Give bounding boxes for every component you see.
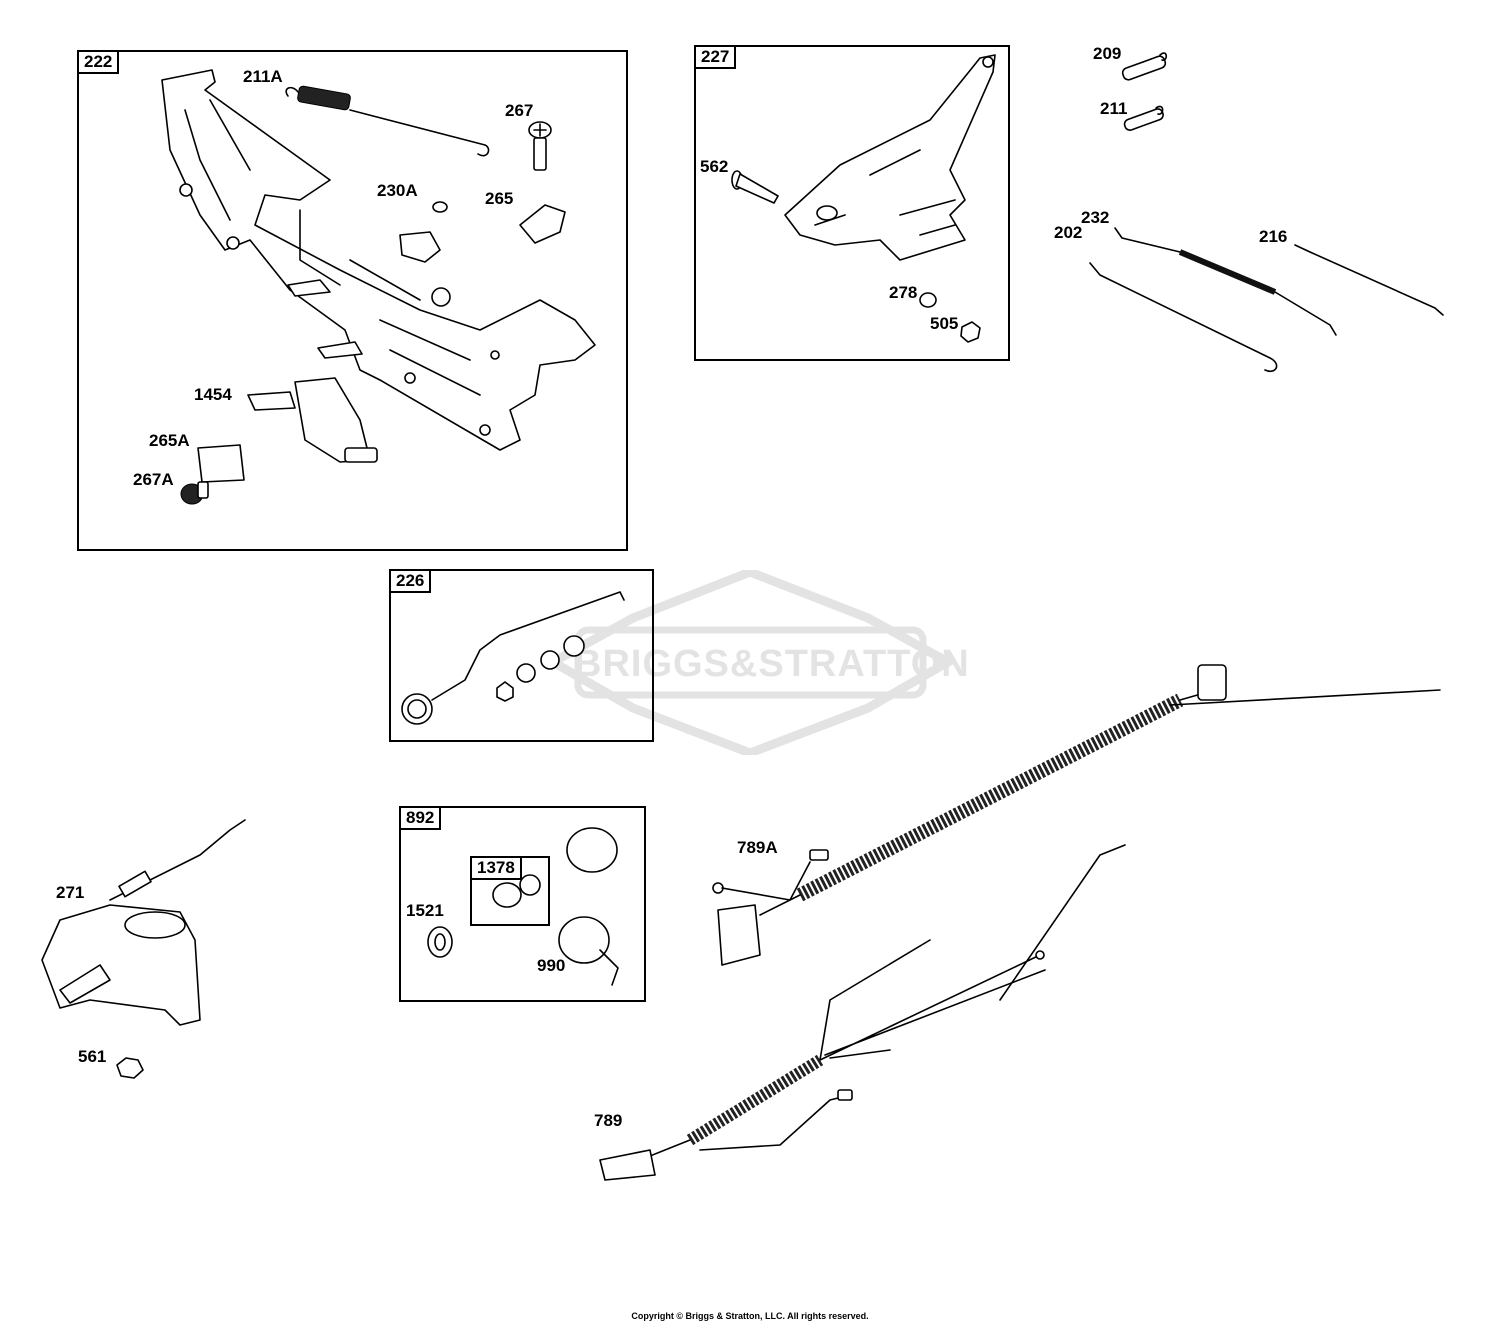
group-box-1378: 1378	[470, 856, 550, 926]
callout-990: 990	[537, 956, 566, 975]
group-label-1378: 1378	[470, 856, 522, 880]
washer-230A-drawing	[432, 201, 448, 213]
callout-202: 202	[1054, 223, 1083, 242]
spring-211A-drawing	[285, 85, 490, 157]
washer-278-drawing	[919, 292, 937, 308]
callout-789: 789	[594, 1111, 623, 1130]
control-bracket-drawing	[161, 69, 596, 451]
callout-232: 232	[1081, 208, 1110, 227]
callout-1521: 1521	[406, 901, 444, 920]
choke-226-drawing	[401, 591, 625, 725]
throttle-271-drawing	[41, 819, 246, 1026]
callout-265: 265	[485, 189, 514, 208]
nut-561-drawing	[116, 1057, 144, 1079]
pin-562-drawing	[731, 170, 779, 204]
copyright-notice: Copyright © Briggs & Stratton, LLC. All …	[631, 1311, 869, 1321]
callout-561: 561	[78, 1047, 107, 1066]
callout-267A: 267A	[133, 470, 174, 489]
watermark-text: BRIGGS&STRATTON	[574, 643, 970, 685]
group-label-222: 222	[77, 50, 120, 74]
nut-505-drawing	[960, 321, 981, 343]
group-box-227: 227	[694, 45, 1010, 361]
screw-267A-drawing	[180, 481, 209, 505]
callout-211: 211	[1100, 99, 1128, 118]
callout-267: 267	[505, 101, 534, 120]
group-label-892: 892	[399, 806, 442, 830]
rod-232-drawing	[1114, 227, 1337, 336]
group-label-226: 226	[389, 569, 432, 593]
clip-265A-drawing	[197, 444, 245, 483]
callout-278: 278	[889, 283, 918, 302]
lever-227-drawing	[784, 54, 996, 261]
group-box-222: 222	[77, 50, 628, 551]
briggs-stratton-logo-watermark	[548, 570, 953, 755]
callout-265A: 265A	[149, 431, 190, 450]
callout-505: 505	[930, 314, 959, 333]
spring-209-drawing	[1121, 52, 1168, 81]
callout-789A: 789A	[737, 838, 778, 857]
harness-789A-drawing	[712, 664, 1441, 1001]
callout-562: 562	[700, 157, 729, 176]
harness-789-drawing	[599, 939, 1046, 1181]
group-box-892: 892	[399, 806, 646, 1002]
bolt-267-drawing	[528, 121, 552, 171]
ignition-892-drawing	[427, 827, 619, 986]
callout-1454: 1454	[194, 385, 232, 404]
callout-211A: 211A	[243, 67, 283, 86]
callout-209: 209	[1093, 44, 1122, 63]
callout-230A: 230A	[377, 181, 418, 200]
group-box-226: 226	[389, 569, 654, 742]
rod-216-drawing	[1294, 244, 1444, 316]
group-label-227: 227	[694, 45, 737, 69]
callout-271: 271	[56, 883, 85, 902]
switch-1454-drawing	[247, 377, 378, 463]
callout-216: 216	[1259, 227, 1288, 246]
clip-265-drawing	[519, 204, 566, 244]
spring-211-drawing	[1123, 105, 1164, 131]
rod-202-drawing	[1089, 262, 1278, 372]
